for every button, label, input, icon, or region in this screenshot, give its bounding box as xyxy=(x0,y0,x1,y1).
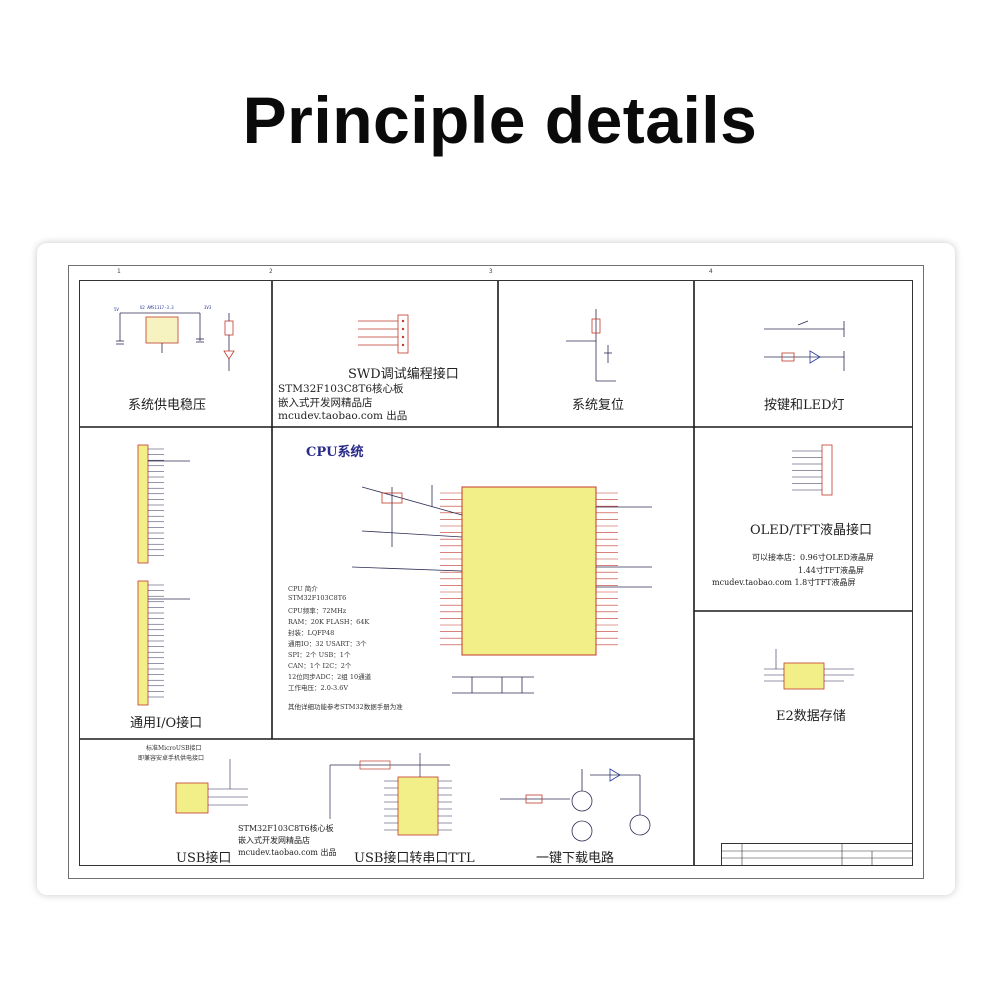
cpu-footnote: 其他详细功能参考STM32数据手册为准 xyxy=(288,703,403,711)
io-panel: 通用I/O接口 xyxy=(80,427,272,739)
one-click-circuit xyxy=(500,768,651,842)
reset-panel: 系统复位 xyxy=(498,281,694,427)
swd-caption: SWD调试编程接口 xyxy=(348,367,459,382)
cpu-spec-line: CAN：1个 I2C：2个 xyxy=(288,662,352,670)
cpu-spec-line: STM32F103C8T6 xyxy=(288,594,347,602)
usb-note-url: mcudev.taobao.com 出品 xyxy=(238,848,337,857)
cpu-spec-line: CPU 简介 xyxy=(288,585,318,593)
title-block-grid xyxy=(722,844,912,866)
usb-note-board: STM32F103C8T6核心板 xyxy=(238,824,334,833)
reset-caption: 系统复位 xyxy=(572,398,625,413)
cpu-caption: CPU系统 xyxy=(306,445,364,460)
usb-panel: 标准MicroUSB接口 即兼容安卓手机供电接口 STM32F103C8T6核心… xyxy=(80,739,334,866)
usb-note-shop: 嵌入式开发网精品店 xyxy=(238,836,310,845)
swd-note-shop: 嵌入式开发网精品店 xyxy=(278,397,373,409)
oled-note-3: mcudev.taobao.com 1.8寸TFT液晶屏 xyxy=(712,578,856,587)
reset-circuit xyxy=(566,309,616,382)
cpu-panel: CPU系统 xyxy=(272,427,694,739)
cpu-chip-circuit xyxy=(351,485,652,694)
cpu-spec-line: SPI：2个 USB：1个 xyxy=(288,651,351,659)
usb-ttl-caption: USB接口转串口TTL xyxy=(354,851,475,866)
schematic-sheet: 1 2 3 4 xyxy=(68,265,924,879)
swd-note-url: mcudev.taobao.com 出品 xyxy=(278,410,408,422)
oled-caption: OLED/TFT液晶接口 xyxy=(750,523,872,538)
ruler-mark: 2 xyxy=(269,268,273,275)
svg-text:3V3: 3V3 xyxy=(204,305,212,310)
io-headers xyxy=(137,444,190,706)
svg-text:5V: 5V xyxy=(114,307,119,312)
oled-panel: OLED/TFT液晶接口 可以接本店：0.96寸OLED液晶屏 1.44寸TFT… xyxy=(694,427,912,611)
ruler-mark: 3 xyxy=(489,268,493,275)
cpu-spec-line: RAM：20K FLASH：64K xyxy=(288,618,370,626)
swd-panel: SWD调试编程接口 STM32F103C8T6核心板 嵌入式开发网精品店 mcu… xyxy=(272,281,498,427)
oled-note-1: 可以接本店：0.96寸OLED液晶屏 xyxy=(752,553,874,562)
cpu-spec-line: CPU频率：72MHz xyxy=(288,607,347,615)
oled-header xyxy=(792,444,833,496)
usb-caption: USB接口 xyxy=(176,851,232,866)
power-caption: 系统供电稳压 xyxy=(128,398,207,413)
power-regulator-circuit: U2 AMS1117-3.3 5V 3V3 xyxy=(114,305,235,371)
oled-note-2: 1.44寸TFT液晶屏 xyxy=(798,566,865,575)
eeprom-caption: E2数据存储 xyxy=(776,709,846,724)
key-led-panel: 按键和LED灯 xyxy=(694,281,912,427)
page-heading: Principle details xyxy=(242,83,758,157)
panel-dividers xyxy=(80,281,912,865)
swd-connector xyxy=(358,314,409,354)
cpu-spec-line: 工作电压：2.0-3.6V xyxy=(288,684,349,692)
swd-note-board: STM32F103C8T6核心板 xyxy=(278,383,404,395)
cpu-spec-line: 封装：LQFP48 xyxy=(288,629,335,637)
ruler-mark: 4 xyxy=(709,268,713,275)
eeprom-circuit xyxy=(764,649,854,690)
title-block xyxy=(721,843,912,866)
usb-ttl-panel: USB接口转串口TTL xyxy=(320,739,490,866)
io-caption: 通用I/O接口 xyxy=(130,716,203,731)
svg-text:U2 AMS1117-3.3: U2 AMS1117-3.3 xyxy=(140,305,174,310)
ruler-mark: 1 xyxy=(117,268,121,275)
key-led-caption: 按键和LED灯 xyxy=(764,398,845,413)
one-click-panel: 一键下载电路 xyxy=(490,739,694,866)
usb-connector xyxy=(175,759,248,814)
one-click-caption: 一键下载电路 xyxy=(536,851,615,866)
usb-note-standard: 标准MicroUSB接口 xyxy=(146,745,202,752)
schematic-card: 1 2 3 4 xyxy=(37,243,955,895)
schematic-frame: U2 AMS1117-3.3 5V 3V3 系统供电稳压 xyxy=(79,280,913,866)
cpu-spec-line: 通用IO：32 USART：3个 xyxy=(288,640,367,648)
key-led-circuit xyxy=(764,320,845,371)
eeprom-panel: E2数据存储 xyxy=(694,611,912,741)
usb-note-android: 即兼容安卓手机供电接口 xyxy=(138,755,205,762)
power-panel: U2 AMS1117-3.3 5V 3V3 系统供电稳压 xyxy=(80,281,272,427)
usb-ttl-circuit xyxy=(329,753,452,836)
cpu-spec-line: 12位同步ADC：2组 10通道 xyxy=(288,673,372,681)
